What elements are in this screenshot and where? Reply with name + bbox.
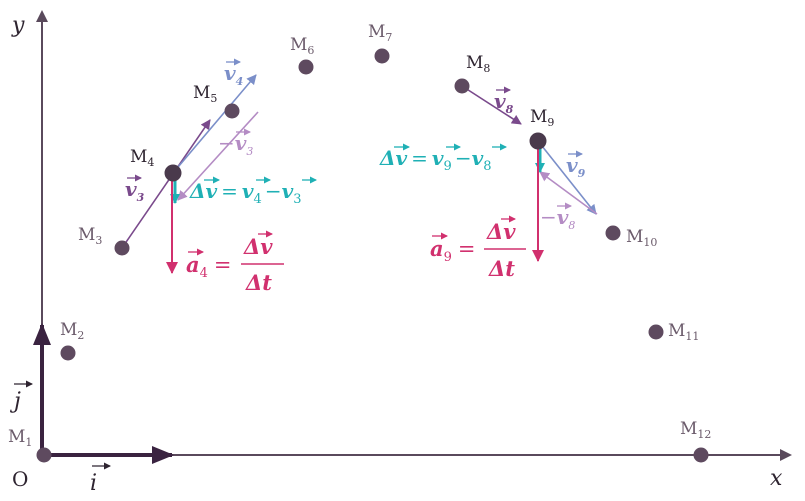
svg-text:a4=: a4= [186,252,232,281]
vector-neg-v8 [539,171,598,215]
svg-text:Δt: Δt [488,256,515,281]
unit-i-label: i [90,462,111,496]
formula-a4: a4= Δv Δt [186,230,284,295]
label-m1: M1 [8,427,32,449]
svg-text:j: j [9,389,21,414]
point-m11 [648,324,664,340]
svg-text:a9=: a9= [430,236,476,265]
vector-v8-at-m8 [461,85,522,125]
label-v8: v8 [494,86,514,116]
svg-text:v8: v8 [494,89,514,116]
vector-v9-at-m9 [537,140,597,215]
x-axis-label: x [770,466,783,491]
label-neg-v8: −v8 [540,202,575,232]
svg-text:−v3: −v3 [218,131,253,158]
label-v4: v4 [224,58,243,88]
point-m12 [693,447,709,463]
label-m3: M3 [78,225,102,247]
label-m7: M7 [368,22,392,44]
svg-text:v9: v9 [566,153,586,180]
point-m10 [605,225,621,241]
formula-delta-v4: Δv=v4−v3 [189,176,317,207]
point-m9 [529,132,547,150]
unit-j-label: j [9,380,33,414]
origin-label: O [12,467,28,491]
formula-delta-v9: Δv=v9−v8 [379,143,507,174]
label-v9: v9 [566,150,586,180]
label-m9: M9 [530,107,554,129]
vector-v3-at-m3 [121,119,211,249]
point-labels: M1 M2 M3 M4 M5 M6 M7 M8 M9 M10 M11 M12 [8,22,711,449]
point-m4 [164,164,182,182]
point-m2 [60,345,76,361]
vector-neg-v3 [177,111,259,201]
label-m10: M10 [626,227,657,249]
point-m8 [454,78,470,94]
svg-text:i: i [90,471,97,496]
label-m8: M8 [466,53,490,75]
svg-text:v4: v4 [224,61,243,88]
label-m4: M4 [130,147,154,169]
svg-text:Δv: Δv [243,234,273,259]
label-v3: v3 [125,174,145,204]
svg-text:v3: v3 [125,177,145,204]
vector-v4-at-m4 [172,74,257,174]
y-axis-label: y [11,13,25,38]
point-m5 [224,103,240,119]
label-m5: M5 [193,83,217,105]
point-m1 [36,447,52,463]
formula-a9: a9= Δv Δt [430,215,526,281]
svg-text:Δv: Δv [486,219,516,244]
point-m6 [298,59,314,75]
label-m2: M2 [60,320,84,342]
svg-text:Δv=v4−v3: Δv=v4−v3 [189,179,301,207]
svg-text:−v8: −v8 [540,205,575,232]
trajectory-points [36,48,709,463]
svg-text:Δv=v9−v8: Δv=v9−v8 [379,146,491,174]
label-neg-v3: −v3 [218,128,253,158]
label-m6: M6 [290,35,314,57]
point-m3 [114,240,130,256]
point-m7 [374,48,390,64]
label-m11: M11 [668,321,699,343]
svg-text:Δt: Δt [245,270,272,295]
label-m12: M12 [680,419,711,441]
